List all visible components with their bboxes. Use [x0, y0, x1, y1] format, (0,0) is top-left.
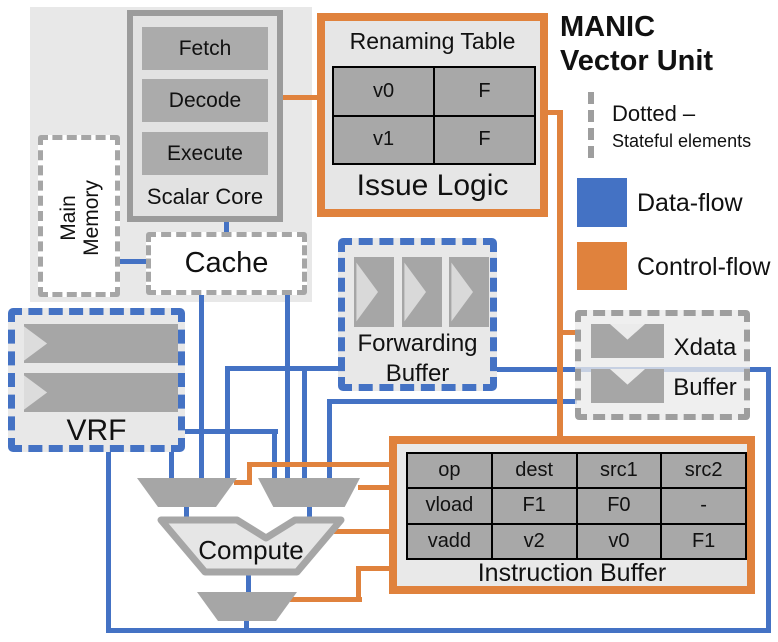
scalar-core-label: Scalar Core [146, 184, 264, 209]
control-flow-line [234, 480, 250, 485]
data-flow-line [302, 366, 307, 480]
control-flow-line [290, 597, 362, 602]
data-flow-line [184, 505, 189, 522]
execute-stage: Execute [142, 132, 268, 175]
decode-stage: Decode [142, 79, 268, 122]
data-flow-line [244, 619, 249, 630]
instruction-buffer-box: op dest src1 src2 vload F1 F0 - vadd v2 … [389, 436, 755, 594]
data-flow-line [225, 366, 341, 371]
data-flow-line [307, 504, 312, 522]
diagram-title: MANIC Vector Unit [560, 10, 770, 78]
instr-col-header: src2 [662, 454, 745, 488]
writeback-mux [197, 592, 297, 621]
data-flow-line [327, 399, 577, 404]
data-flow-line [225, 366, 230, 480]
fetch-stage: Fetch [142, 27, 268, 70]
instr-cell: F1 [662, 524, 745, 558]
control-flow-line [247, 462, 252, 485]
instruction-table: op dest src1 src2 vload F1 F0 - vadd v2 … [406, 452, 747, 560]
renaming-cell: F [435, 116, 534, 163]
issue-logic-label: Issue Logic [356, 169, 509, 202]
cache-label: Cache [184, 247, 269, 279]
instr-col-header: src1 [577, 454, 661, 488]
renaming-cell: F [435, 68, 534, 115]
control-flow-line [358, 485, 394, 490]
renaming-table-title: Renaming Table [349, 28, 516, 54]
dotted-legend-subtitle: Stateful elements [612, 131, 752, 151]
instr-col-header: dest [492, 454, 576, 488]
data-flow-line [327, 399, 332, 480]
dashed-legend-swatch [588, 92, 594, 158]
main-memory-label: Main Memory [57, 180, 103, 256]
instr-cell: F1 [492, 489, 576, 523]
buffer-entry-shape [449, 257, 489, 327]
xdata-buffer-label-line1: Xdata [673, 334, 737, 361]
buffer-entry-shape [591, 369, 664, 403]
vrf-box: VRF [8, 308, 185, 452]
data-flow-line [117, 259, 147, 264]
data-flow-line [199, 292, 204, 480]
issue-logic-box: Renaming Table v0 F v1 F Issue Logic [317, 13, 548, 217]
data-flow-line [246, 572, 251, 594]
forwarding-buffer-box: Forwarding Buffer [338, 238, 497, 391]
xdata-buffer-label-line2: Buffer [673, 374, 737, 401]
control-flow-legend-label: Control-flow [637, 253, 771, 281]
instruction-buffer-label: Instruction Buffer [477, 559, 667, 587]
execute-label: Execute [167, 141, 243, 165]
data-flow-line [106, 450, 111, 633]
control-flow-line [557, 110, 563, 440]
cache-box: Cache [146, 232, 307, 295]
decode-label: Decode [168, 88, 242, 112]
data-flow-legend-swatch [577, 178, 627, 227]
buffer-entry-shape [354, 257, 394, 327]
control-flow-line [561, 330, 577, 335]
renaming-cell: v0 [334, 68, 433, 115]
control-flow-line [356, 566, 394, 571]
buffer-entry-shape [591, 324, 664, 358]
data-flow-line [169, 448, 174, 480]
xdata-buffer-box: Xdata Buffer [575, 310, 750, 420]
main-memory-box: Main Memory [38, 135, 120, 297]
data-flow-line [272, 429, 277, 480]
data-flow-line [183, 429, 278, 434]
data-flow-line [766, 367, 771, 633]
compute-label: Compute [198, 535, 304, 565]
data-flow-legend-label: Data-flow [637, 189, 743, 217]
title-line1: MANIC [560, 11, 656, 43]
vector-register-shape [24, 373, 178, 412]
instr-cell: vload [408, 489, 491, 523]
control-flow-line [247, 462, 393, 467]
instr-cell: - [662, 489, 745, 523]
title-line2: Vector Unit [560, 45, 714, 77]
vrf-label: VRF [66, 414, 127, 447]
scalar-core-box: Fetch Decode Execute Scalar Core [127, 10, 283, 222]
renaming-cell: v1 [334, 116, 433, 163]
compute-alu-shape [157, 516, 345, 576]
fetch-label: Fetch [178, 36, 232, 60]
instr-col-header: op [408, 454, 491, 488]
instr-cell: vadd [408, 524, 491, 558]
control-flow-line [356, 566, 361, 602]
control-flow-line [275, 95, 319, 100]
data-flow-line [285, 292, 290, 480]
control-flow-line [334, 529, 394, 534]
dotted-legend-title: Dotted – [612, 101, 696, 126]
instr-cell: F0 [577, 489, 661, 523]
control-flow-legend-swatch [577, 242, 627, 290]
instr-cell: v0 [577, 524, 661, 558]
renaming-table: v0 F v1 F [332, 66, 536, 165]
control-flow-line [548, 110, 562, 115]
operand-mux-left [137, 478, 237, 507]
data-flow-line [106, 628, 771, 633]
operand-mux-right [258, 478, 360, 507]
vector-register-shape [24, 324, 178, 363]
instr-cell: v2 [492, 524, 576, 558]
data-flow-line [224, 222, 229, 233]
buffer-entry-shape [402, 257, 442, 327]
forwarding-buffer-label: Forwarding Buffer [357, 330, 478, 387]
